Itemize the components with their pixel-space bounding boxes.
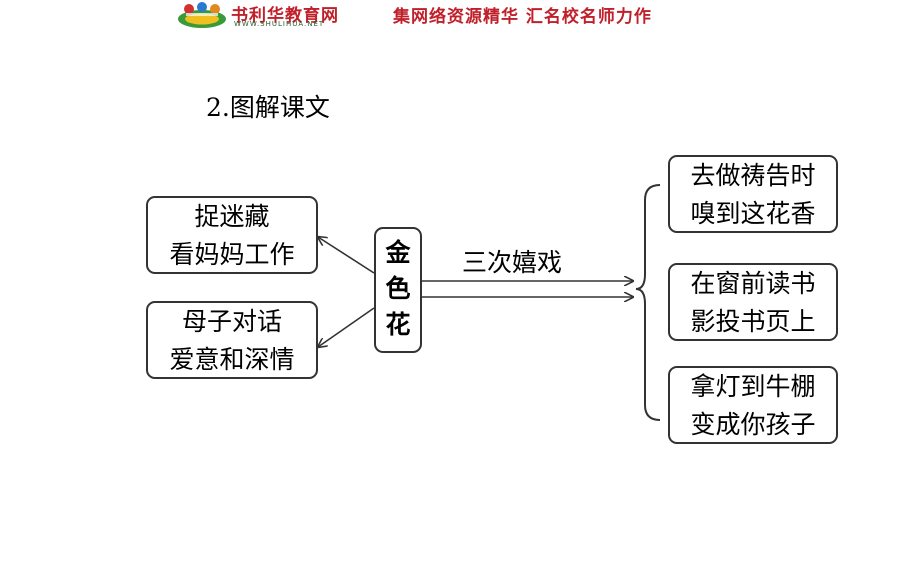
edge-label: 三次嬉戏 [462, 248, 563, 277]
right-node-1-line-2: 嗅到这花香 [690, 199, 816, 228]
right-node-2-line-2: 影投书页上 [690, 307, 816, 336]
right-node-2-line-1: 在窗前读书 [690, 269, 816, 298]
arrow-to-left-node-1 [318, 237, 375, 274]
section-title: 2.图解课文 [206, 93, 330, 122]
left-node-2-line-1: 母子对话 [181, 307, 282, 336]
arrow-to-left-node-2 [318, 307, 375, 347]
brand-url: WWW.SHULIHUA.NET [234, 20, 325, 28]
brand-slogan: 集网络资源精华 汇名校名师力作 [393, 7, 652, 27]
left-node-1: 捉迷藏 看妈妈工作 [146, 196, 318, 274]
right-node-1-line-1: 去做祷告时 [690, 161, 816, 190]
right-node-2: 在窗前读书 影投书页上 [668, 263, 838, 341]
left-node-1-line-2: 看妈妈工作 [169, 240, 295, 269]
header-banner: 书利华教育网 WWW.SHULIHUA.NET 集网络资源精华 汇名校名师力作 [0, 0, 920, 32]
center-node-golden-flower: 金 色 花 [374, 227, 422, 353]
left-node-2-line-2: 爱意和深情 [169, 345, 295, 374]
right-node-3: 拿灯到牛棚 变成你孩子 [668, 366, 838, 444]
right-node-1: 去做祷告时 嗅到这花香 [668, 155, 838, 233]
center-char-3: 花 [385, 310, 411, 339]
right-brace [635, 184, 661, 421]
shulihua-logo-icon [178, 2, 226, 28]
left-node-2: 母子对话 爱意和深情 [146, 301, 318, 379]
right-node-3-line-1: 拿灯到牛棚 [690, 372, 816, 401]
brand-name: 书利华教育网 [231, 6, 339, 26]
center-char-2: 色 [385, 274, 411, 303]
right-node-3-line-2: 变成你孩子 [690, 410, 816, 439]
center-char-1: 金 [385, 238, 411, 267]
left-node-1-line-1: 捉迷藏 [194, 202, 270, 231]
